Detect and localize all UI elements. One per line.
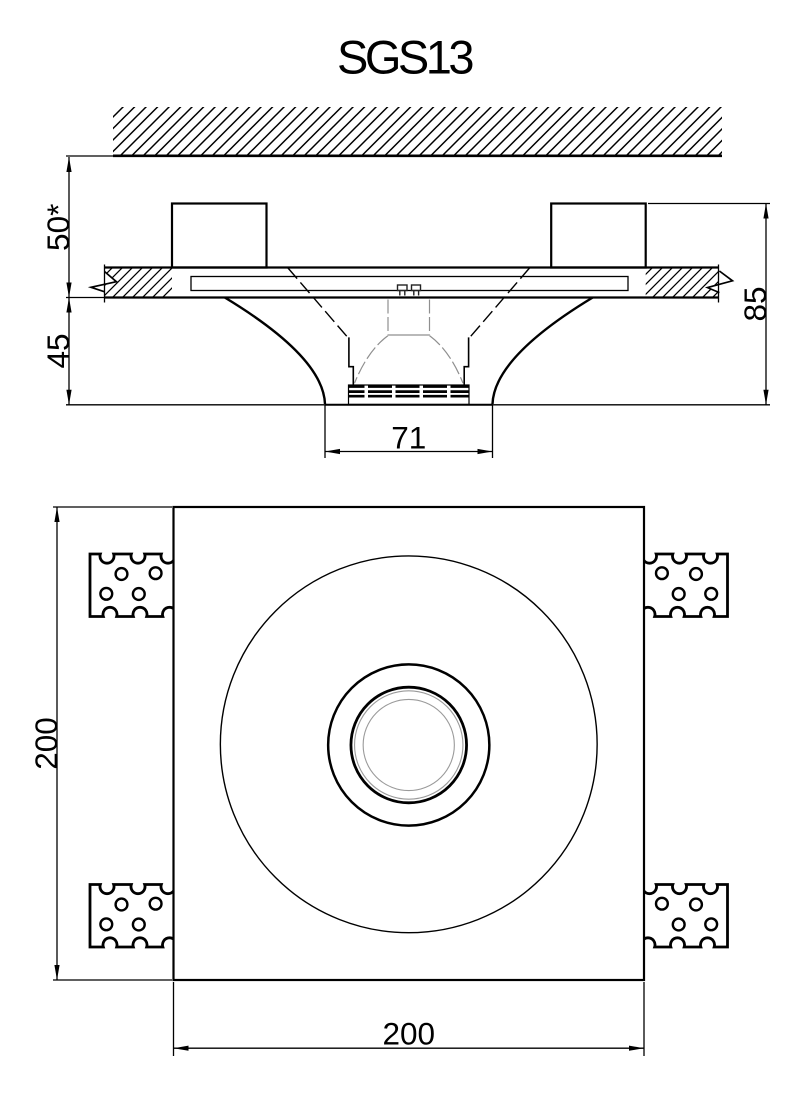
svg-text:50*: 50*: [40, 204, 76, 251]
svg-text:200: 200: [28, 717, 64, 770]
svg-text:SGS13: SGS13: [337, 31, 473, 84]
svg-text:45: 45: [40, 333, 76, 368]
svg-text:85: 85: [737, 286, 773, 321]
svg-text:71: 71: [391, 420, 426, 456]
svg-text:200: 200: [382, 1016, 435, 1052]
